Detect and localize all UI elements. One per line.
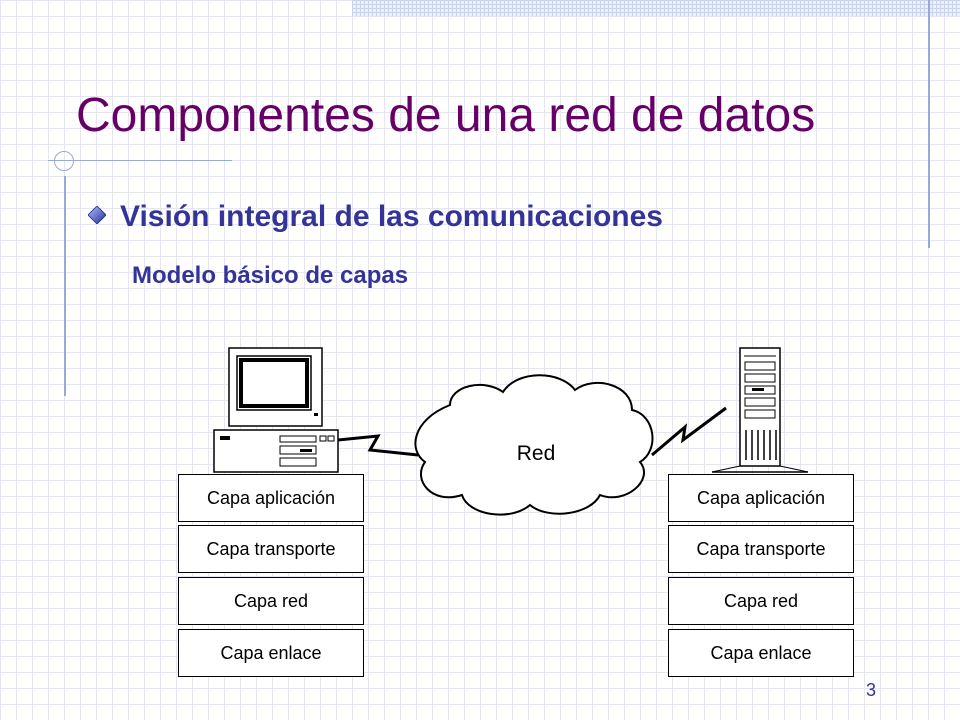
left-layer-application: Capa aplicación <box>178 474 364 522</box>
right-layer-application: Capa aplicación <box>668 474 854 522</box>
right-decorative-line <box>928 0 930 248</box>
diamond-bullet-icon <box>88 206 106 224</box>
left-link-line <box>337 434 419 457</box>
subbullet-text: Modelo básico de capas <box>132 262 409 289</box>
page-number: 3 <box>866 680 877 700</box>
network-cloud-icon <box>414 374 654 516</box>
cloud-label: Red <box>517 442 556 465</box>
right-layer-network: Capa red <box>668 577 854 625</box>
left-decorative-line <box>64 176 66 396</box>
slide-title: Componentes de una red de datos <box>76 89 816 142</box>
right-layer-transport: Capa transporte <box>668 525 854 573</box>
right-link-line <box>651 406 727 457</box>
workstation-computer-icon <box>213 347 339 473</box>
right-layer-link: Capa enlace <box>668 629 854 677</box>
top-decorative-band <box>352 0 960 16</box>
corner-circle-ornament <box>54 151 74 171</box>
left-layer-link: Capa enlace <box>178 629 364 677</box>
server-tower-icon <box>711 347 809 473</box>
left-layer-transport: Capa transporte <box>178 525 364 573</box>
bullet-text: Visión integral de las comunicaciones <box>120 200 663 233</box>
left-layer-network: Capa red <box>178 577 364 625</box>
title-underline <box>48 160 232 161</box>
